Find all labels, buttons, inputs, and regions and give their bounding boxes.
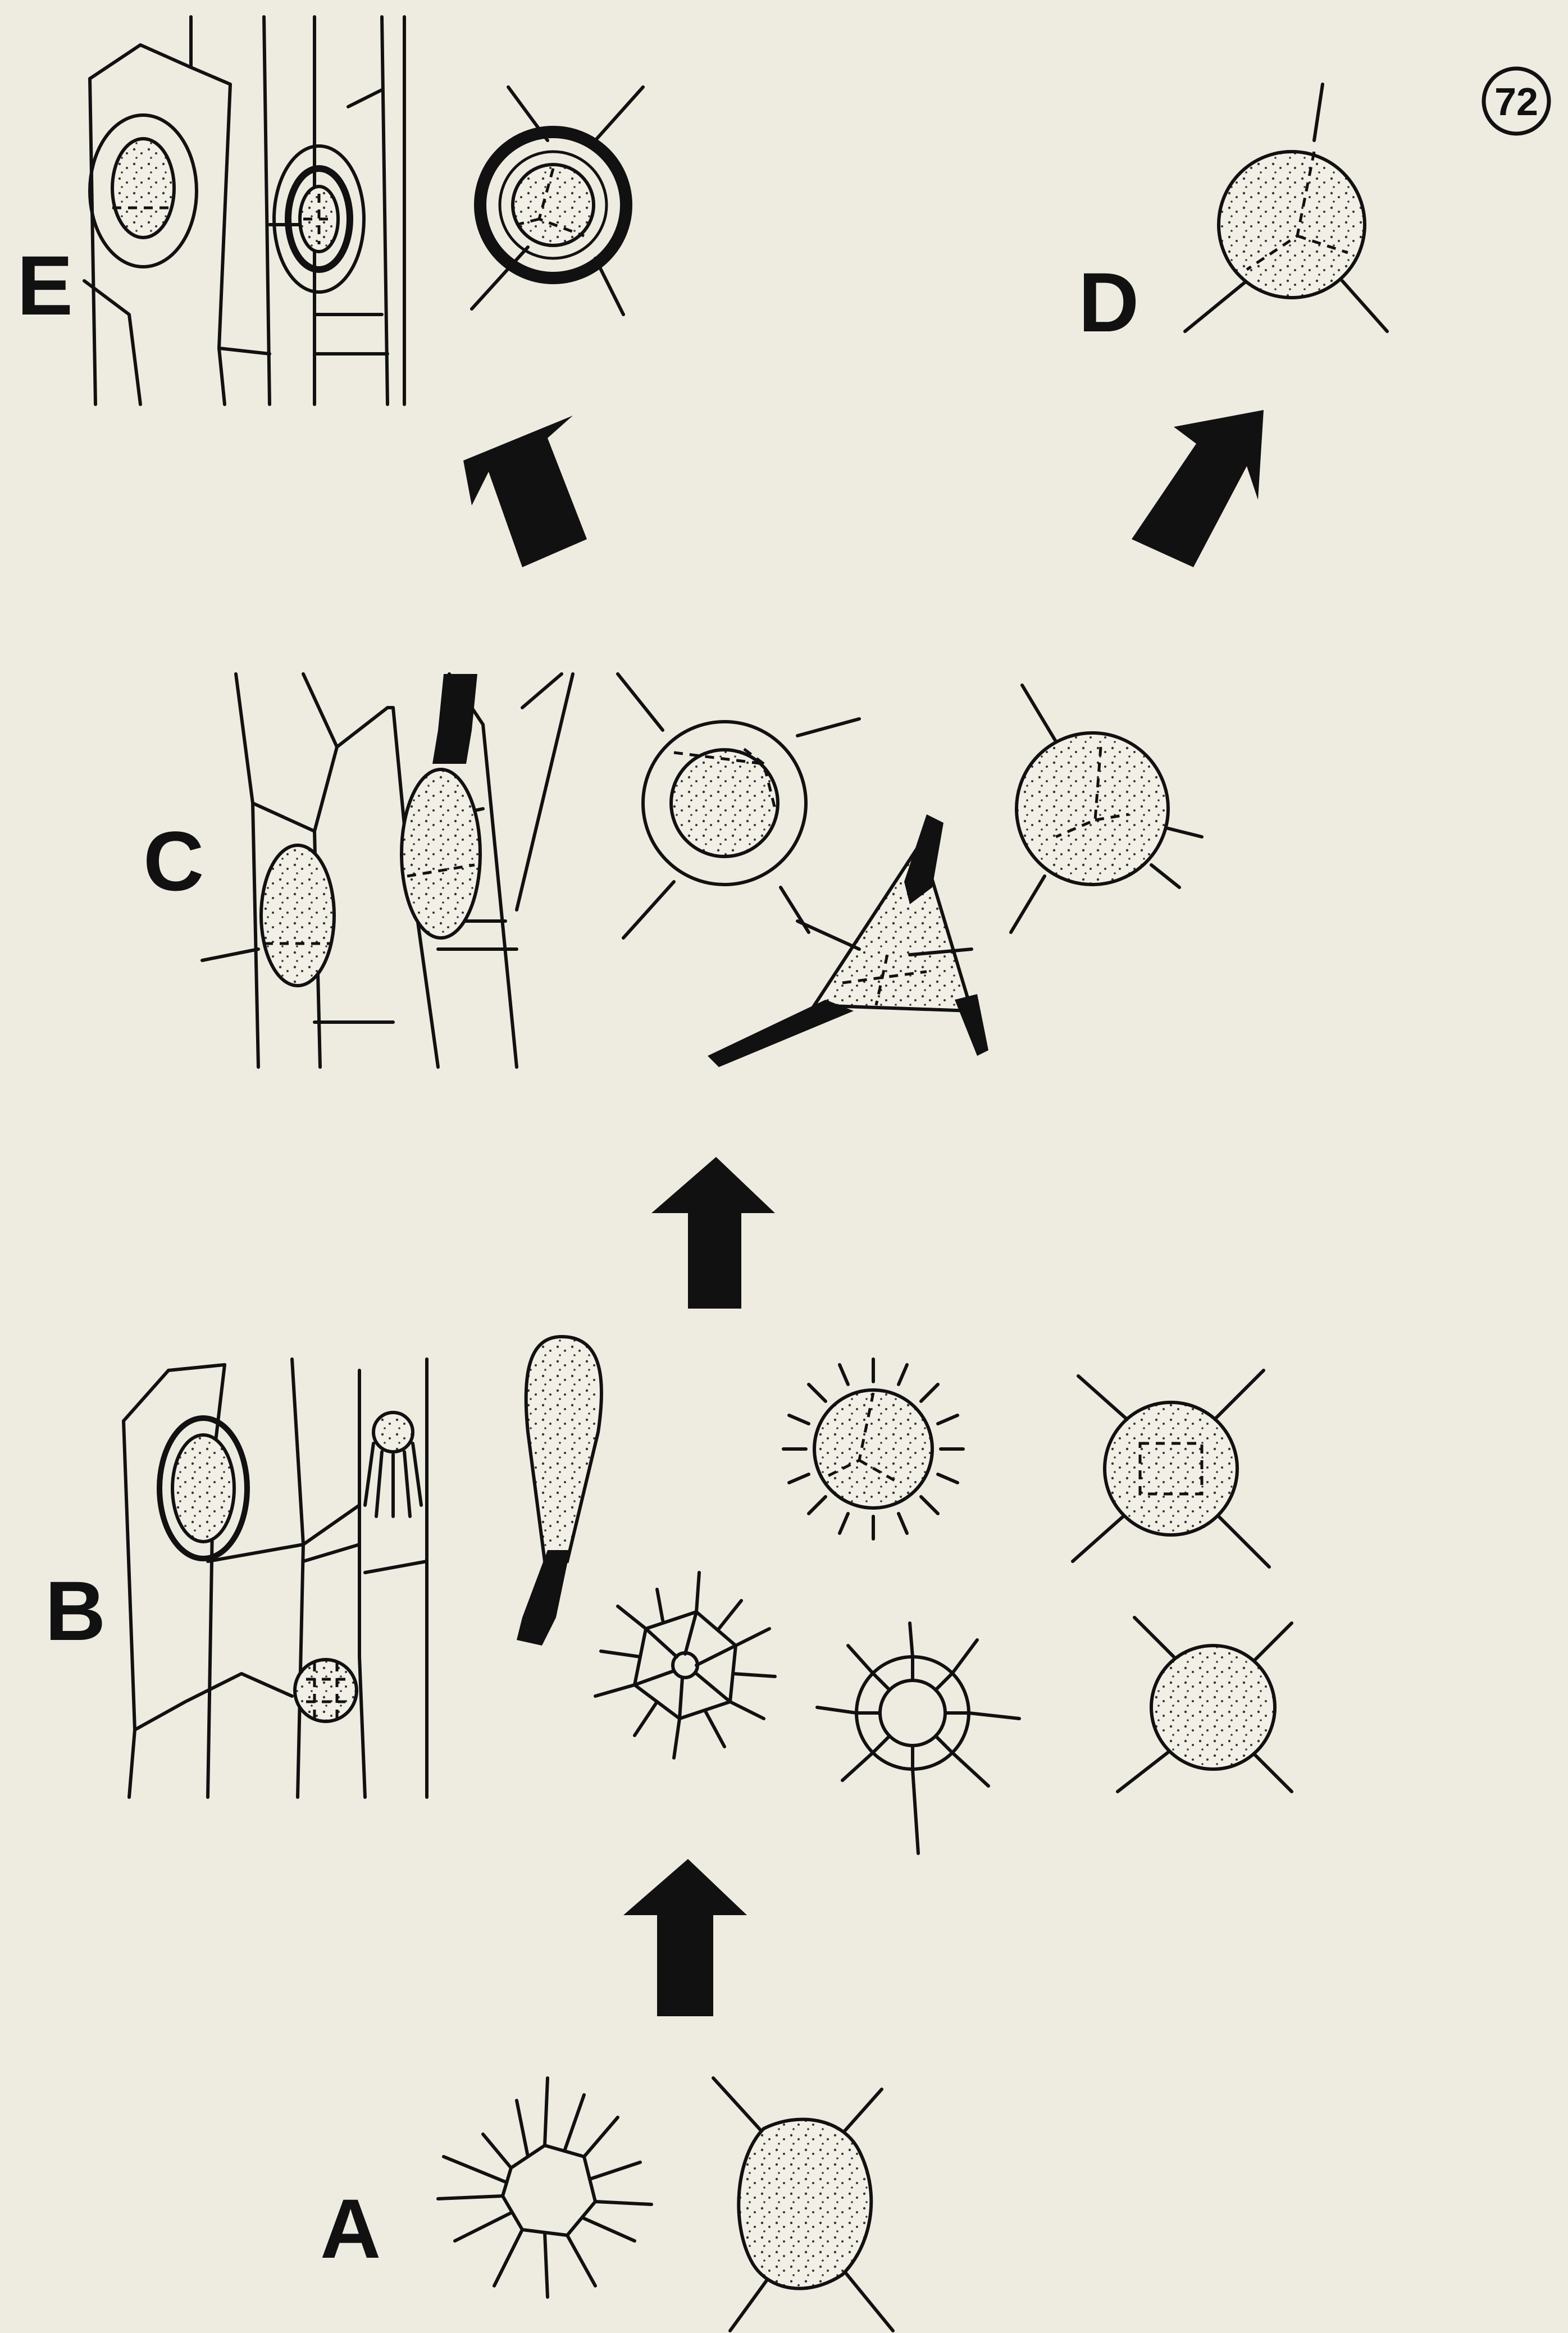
panel-b-spore-tetrad-mark bbox=[1073, 1370, 1269, 1567]
label-a: A bbox=[320, 2181, 381, 2276]
arrow-c-to-d bbox=[1132, 410, 1264, 567]
panel-b-tissue bbox=[124, 1359, 427, 1797]
page-number-badge: 72 bbox=[1484, 69, 1549, 134]
panel-b-spore-rayed-1 bbox=[783, 1359, 963, 1539]
panel-b-spore-reticulate bbox=[595, 1573, 775, 1758]
panel-c-spore-ring bbox=[618, 674, 859, 938]
panel-a-spore-smooth bbox=[713, 2078, 893, 2331]
arrow-b-to-c bbox=[651, 1157, 775, 1309]
panel-c-spore-triangular bbox=[708, 814, 988, 1067]
panel-b-elongate-spore bbox=[517, 1337, 601, 1646]
panel-b-spore-smooth bbox=[1118, 1617, 1292, 1792]
panel-c-spore-trilete bbox=[1011, 685, 1202, 932]
label-e: E bbox=[17, 238, 73, 332]
arrow-c-to-e bbox=[463, 416, 587, 567]
panel-c-tissue bbox=[202, 674, 573, 1067]
page-number: 72 bbox=[1494, 80, 1538, 124]
label-b: B bbox=[45, 1564, 106, 1658]
arrow-a-to-b bbox=[623, 1859, 747, 2016]
label-c: C bbox=[143, 814, 204, 908]
panel-d-spore bbox=[1185, 84, 1387, 331]
panel-b-spore-radial bbox=[817, 1623, 1019, 1853]
panel-e-spore bbox=[472, 87, 643, 315]
panel-e-tissue bbox=[84, 17, 404, 404]
panel-a-spore-rayed bbox=[438, 2078, 651, 2297]
label-d: D bbox=[1078, 255, 1139, 349]
